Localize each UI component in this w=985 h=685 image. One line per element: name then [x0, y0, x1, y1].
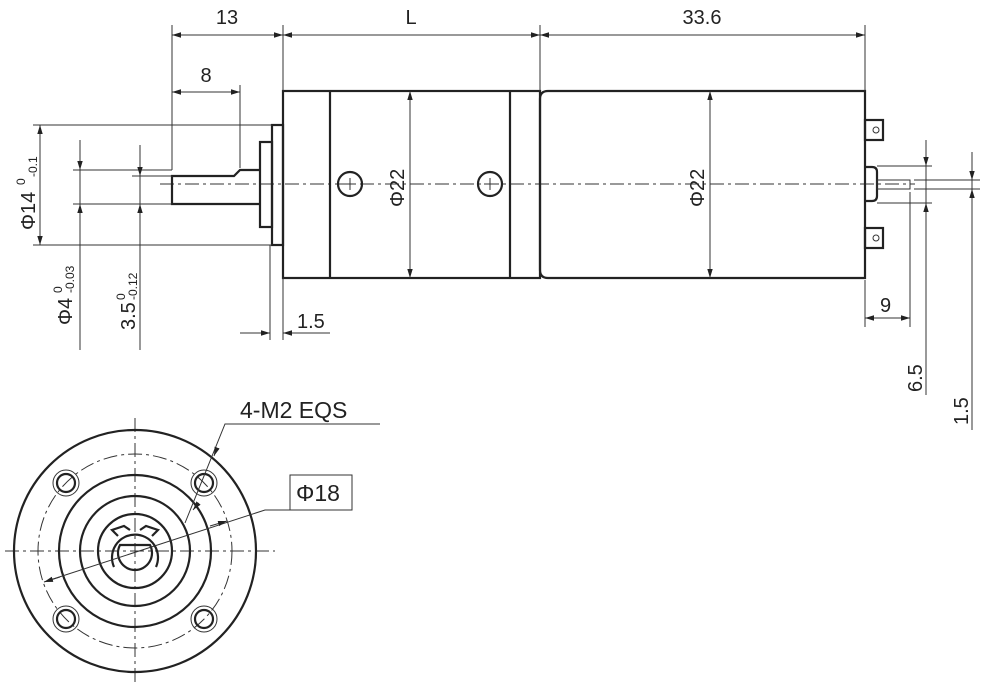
terminal-icon — [863, 118, 885, 142]
dim-3-5: 3.5 0 -0.12 — [114, 272, 140, 330]
dimension-lines-top — [171, 25, 866, 170]
pcd-box — [289, 474, 353, 511]
ring — [57, 473, 213, 629]
mounting-hole-icon — [190, 469, 218, 497]
dim-8: 8 — [200, 65, 211, 87]
outer-flange — [12, 428, 258, 674]
tolerance-upper: 0 — [14, 178, 28, 185]
tolerance-lower: -0.12 — [126, 272, 140, 300]
mounting-hole-icon — [52, 605, 80, 633]
holes-leader — [184, 423, 380, 524]
ring — [78, 494, 192, 608]
dim-value: Φ4 — [55, 298, 77, 325]
dimension-lines-right — [864, 140, 980, 430]
dim-1-5-rear: 1.5 — [951, 397, 973, 425]
dim-phi4: Φ4 0 -0.03 — [51, 265, 77, 325]
terminal-icon — [863, 226, 885, 250]
dimension-lines-left — [33, 124, 330, 350]
dim-6-5: 6.5 — [905, 364, 927, 392]
tolerance-upper: 0 — [114, 293, 128, 300]
ring — [96, 512, 174, 590]
front-view: 4-M2 EQS Φ18 — [5, 397, 380, 682]
pcd-label: Φ18 — [296, 480, 340, 506]
tolerance-upper: 0 — [51, 286, 65, 293]
screw-icon — [336, 170, 364, 198]
rear-shaft — [876, 179, 911, 190]
motor-body — [538, 89, 867, 280]
flange — [270, 123, 285, 247]
pitch-circle — [37, 453, 233, 649]
dim-phi22-motor: Φ22 — [687, 169, 709, 207]
holes-label: 4-M2 EQS — [240, 397, 347, 423]
output-shaft — [170, 168, 260, 206]
screw-icon — [476, 170, 504, 198]
dim-value: 3.5 — [118, 302, 140, 330]
tolerance-lower: -0.03 — [63, 265, 77, 293]
dim-phi14: Φ14 0 -0.1 — [14, 156, 40, 230]
dim-L: L — [405, 7, 416, 29]
dimension-lines-diameter — [407, 91, 713, 278]
dim-33-6: 33.6 — [683, 7, 722, 29]
dim-9: 9 — [880, 295, 891, 317]
mounting-hole-icon — [52, 469, 80, 497]
dim-phi22-gearbox: Φ22 — [387, 169, 409, 207]
dim-1-5-flange: 1.5 — [297, 311, 325, 333]
mounting-hole-icon — [190, 605, 218, 633]
side-view: 13 L 33.6 8 Φ14 0 -0.1 Φ4 — [14, 7, 980, 430]
shaft-end-icon — [109, 524, 161, 572]
dim-value: Φ14 — [18, 192, 40, 230]
tolerance-lower: -0.1 — [26, 156, 40, 177]
dim-13: 13 — [216, 7, 238, 29]
